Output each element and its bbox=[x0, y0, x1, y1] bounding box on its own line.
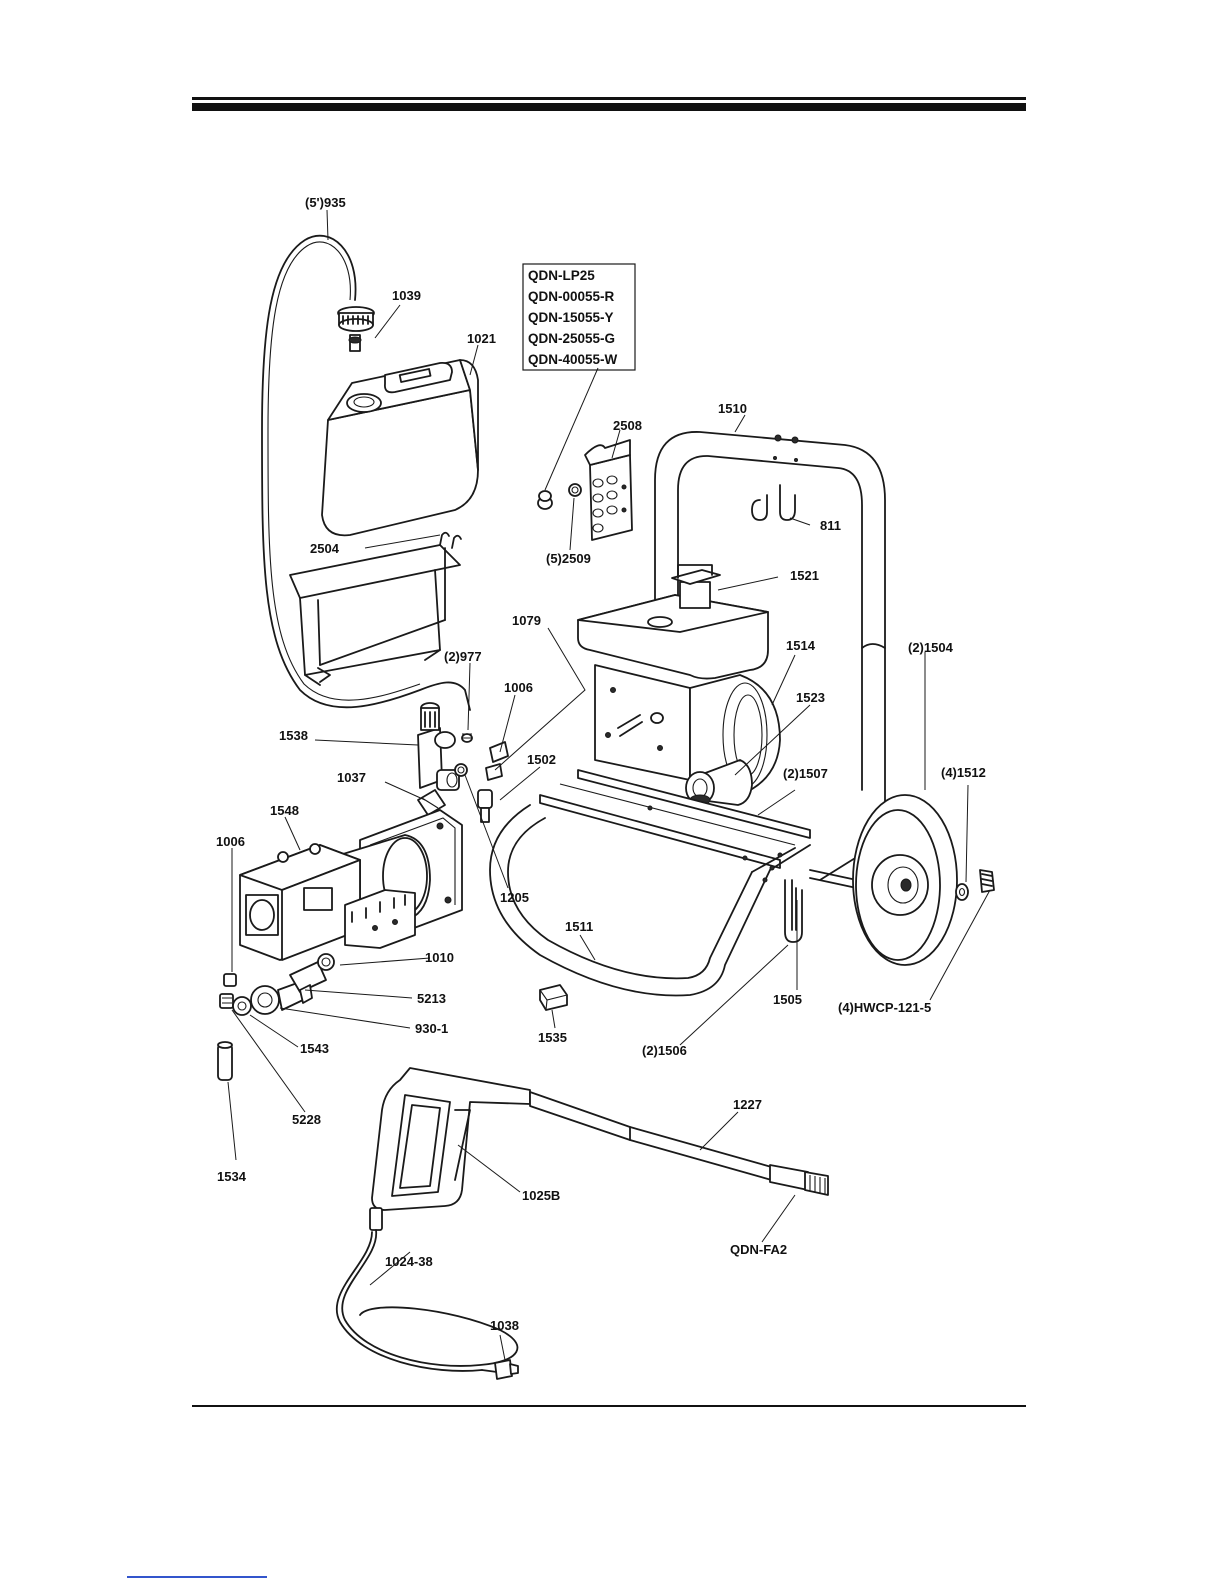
label-977: (2)977 bbox=[444, 649, 482, 664]
label-930-1: 930-1 bbox=[415, 1021, 448, 1036]
label-1037: 1037 bbox=[337, 770, 366, 785]
label-1021: 1021 bbox=[467, 331, 496, 346]
high-pressure-hose-1024-38 bbox=[337, 1208, 518, 1372]
wheel-washer-1512 bbox=[956, 884, 968, 900]
label-1514: 1514 bbox=[786, 638, 816, 653]
label-hwcp: (4)HWCP-121-5 bbox=[838, 1000, 931, 1015]
label-2508: 2508 bbox=[613, 418, 642, 433]
label-1506: (2)1506 bbox=[642, 1043, 687, 1058]
label-1507: (2)1507 bbox=[783, 766, 828, 781]
label-1504: (2)1504 bbox=[908, 640, 954, 655]
nozzle-set bbox=[538, 368, 598, 509]
label-qdn-fa2: QDN-FA2 bbox=[730, 1242, 787, 1257]
nozzle-item: QDN-40055-W bbox=[528, 352, 618, 367]
label-1024-38: 1024-38 bbox=[385, 1254, 433, 1269]
pump-1548 bbox=[240, 810, 462, 960]
label-1535: 1535 bbox=[538, 1030, 567, 1045]
rails-1507 bbox=[540, 770, 810, 868]
spray-gun-1025b bbox=[372, 1068, 530, 1210]
fitting-1010 bbox=[318, 954, 334, 970]
rubber-foot-1535 bbox=[540, 985, 567, 1010]
label-1025b: 1025B bbox=[522, 1188, 560, 1203]
label-2509: (5)2509 bbox=[546, 551, 591, 566]
detergent-tank-1021 bbox=[322, 360, 478, 535]
label-2504: 2504 bbox=[310, 541, 340, 556]
label-1511: 1511 bbox=[565, 919, 593, 934]
label-811: 811 bbox=[820, 518, 841, 533]
label-1010: 1010 bbox=[425, 950, 454, 965]
label-1521: 1521 bbox=[790, 568, 819, 583]
unloader-930-1 bbox=[251, 982, 303, 1014]
nozzle-holder-2508 bbox=[585, 440, 632, 540]
injector-1538 bbox=[418, 703, 459, 790]
label-1510: 1510 bbox=[718, 401, 747, 416]
nozzle-item: QDN-15055-Y bbox=[528, 310, 614, 325]
label-5213: 5213 bbox=[417, 991, 446, 1006]
coupler-1038 bbox=[495, 1360, 518, 1379]
header-rule-thin bbox=[192, 97, 1026, 100]
label-935: (5')935 bbox=[305, 195, 346, 210]
wheel-1504 bbox=[853, 795, 957, 965]
label-1006-upper: 1006 bbox=[504, 680, 533, 695]
label-1523: 1523 bbox=[796, 690, 825, 705]
label-5228: 5228 bbox=[292, 1112, 321, 1127]
page-link-underline[interactable] bbox=[127, 1576, 267, 1578]
hose-hook-811 bbox=[752, 485, 795, 520]
hub-cap-hwcp bbox=[980, 870, 994, 892]
label-1505: 1505 bbox=[773, 992, 802, 1007]
label-1534: 1534 bbox=[217, 1169, 247, 1184]
filter-1534 bbox=[218, 1042, 232, 1080]
label-1543: 1543 bbox=[300, 1041, 329, 1056]
label-1538: 1538 bbox=[279, 728, 308, 743]
nozzle-item: QDN-25055-G bbox=[528, 331, 615, 346]
lance-1227 bbox=[530, 1092, 828, 1195]
nozzle-item: QDN-LP25 bbox=[528, 268, 595, 283]
label-1512: (4)1512 bbox=[941, 765, 986, 780]
label-1205: 1205 bbox=[500, 890, 529, 905]
header-rule-thick bbox=[192, 103, 1026, 111]
label-1079: 1079 bbox=[512, 613, 541, 628]
engine-1521 bbox=[578, 565, 780, 795]
washer-1543 bbox=[233, 997, 251, 1015]
label-1502: 1502 bbox=[527, 752, 556, 767]
strainer-1039 bbox=[338, 307, 374, 351]
label-1039: 1039 bbox=[392, 288, 421, 303]
fitting-1502 bbox=[478, 790, 492, 822]
footer-rule bbox=[192, 1405, 1026, 1407]
label-1038: 1038 bbox=[490, 1318, 519, 1333]
nozzle-list: QDN-LP25 QDN-00055-R QDN-15055-Y QDN-250… bbox=[528, 268, 618, 367]
label-1006-lower: 1006 bbox=[216, 834, 245, 849]
u-bolt-1506 bbox=[785, 880, 802, 942]
label-1227: 1227 bbox=[733, 1097, 762, 1112]
nozzle-item: QDN-00055-R bbox=[528, 289, 615, 304]
hose-clamps-977 bbox=[455, 734, 472, 776]
label-1548: 1548 bbox=[270, 803, 299, 818]
